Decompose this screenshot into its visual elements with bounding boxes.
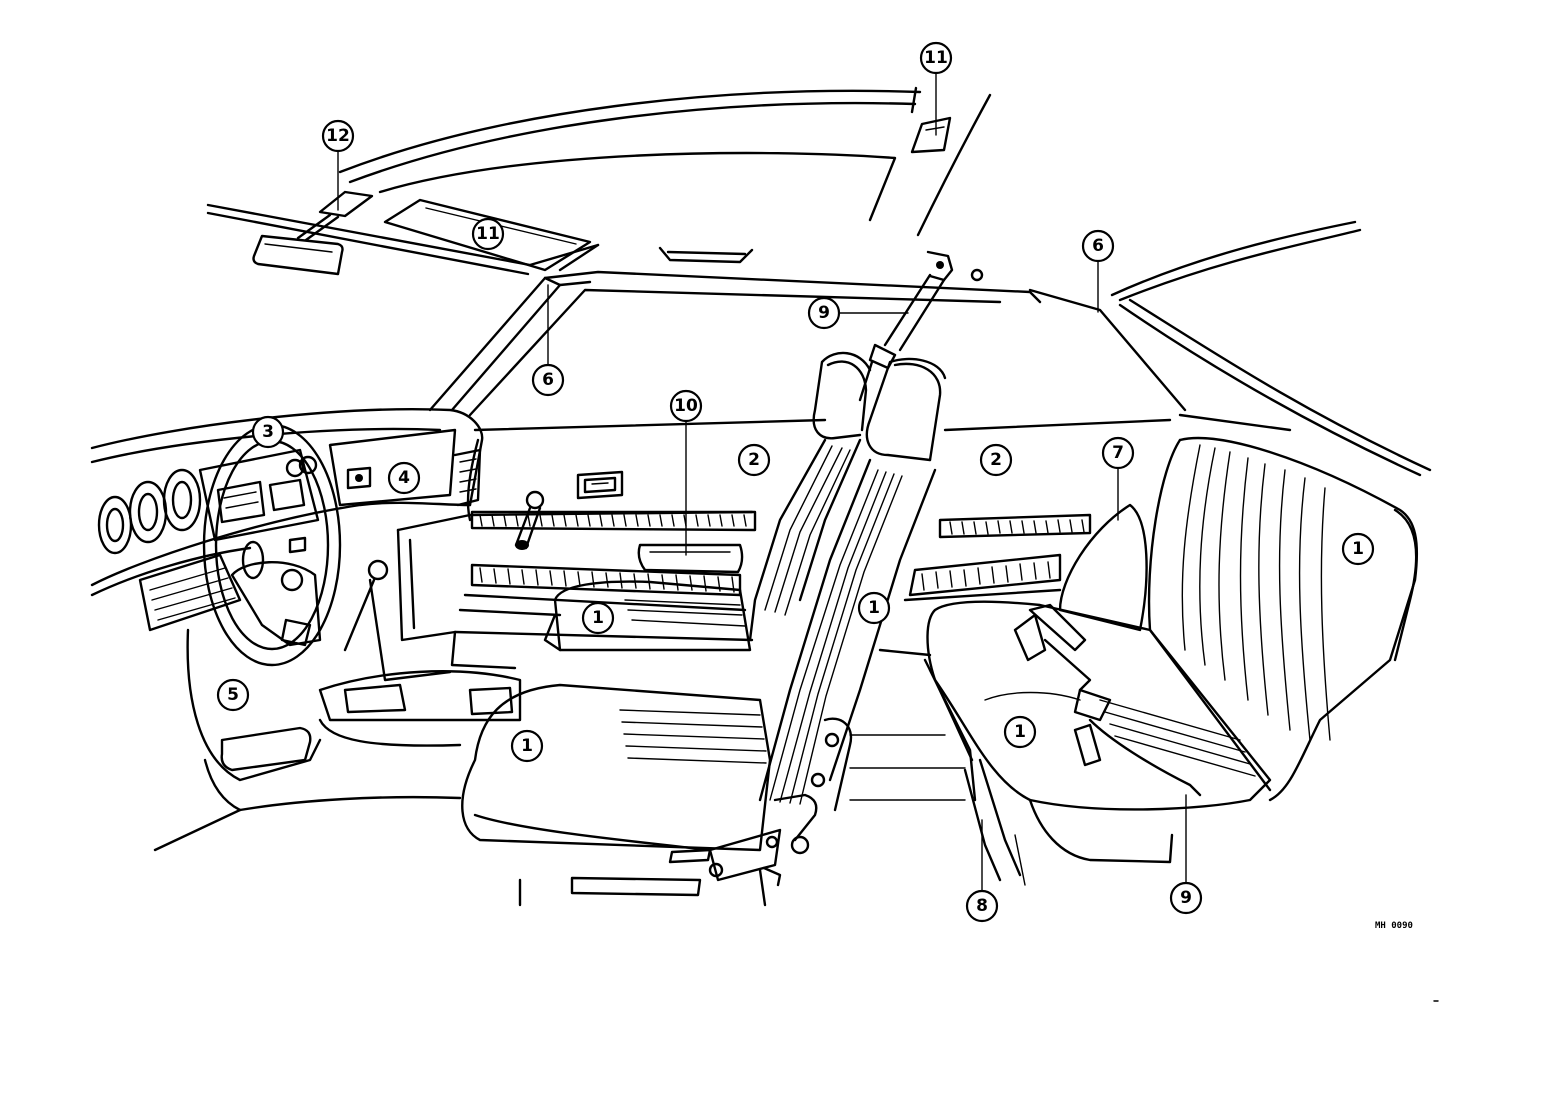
inner-mirror (252, 190, 374, 276)
svg-text:2: 2 (990, 450, 1002, 470)
callout-seat-belt-rear: 9 (1169, 881, 1203, 915)
svg-text:4: 4 (398, 468, 410, 488)
door-trim-rear (903, 418, 1172, 602)
svg-text:6: 6 (542, 370, 554, 390)
callout-inner-mirror: 12 (321, 119, 355, 153)
svg-text:1: 1 (521, 736, 533, 756)
callout-seat-belt-front: 9 (807, 296, 841, 330)
svg-text:1: 1 (592, 608, 604, 628)
callout-instrument-panel: 3 (251, 415, 285, 449)
svg-text:8: 8 (976, 896, 988, 916)
callout-glove-box: 4 (387, 461, 421, 495)
callout-seat-front-right-cushion: 1 (510, 729, 544, 763)
svg-text:9: 9 (1180, 888, 1192, 908)
callout-seat-front-left-cushion: 1 (581, 601, 615, 635)
callout-rear-side-trim: 7 (1101, 436, 1135, 470)
callout-pillar-garnish-rear: 6 (1081, 229, 1115, 263)
roof-headlining (206, 86, 992, 276)
svg-text:9: 9 (818, 303, 830, 323)
svg-text:3: 3 (262, 422, 274, 442)
center-floor (849, 648, 977, 802)
svg-text:7: 7 (1112, 443, 1124, 463)
callout-sun-visor: 11 (471, 217, 505, 251)
callout-door-armrest: 10 (669, 389, 703, 423)
steering-wheel (202, 423, 342, 667)
callout-door-trim-rear: 2 (979, 443, 1013, 477)
rear-seat (926, 436, 1419, 864)
seat-belt-front (858, 250, 954, 402)
front-seat-right (461, 357, 947, 907)
leader-lines (337, 71, 1187, 891)
svg-text:1: 1 (868, 598, 880, 618)
callout-door-trim-front: 2 (737, 443, 771, 477)
assist-grip (658, 246, 754, 264)
front-seat-left (543, 351, 872, 652)
callout-kick-panel: 5 (216, 678, 250, 712)
window-frames (428, 220, 1432, 477)
callout-seat-rear-cushion: 1 (1003, 715, 1037, 749)
svg-text:6: 6 (1092, 236, 1104, 256)
door-armrest (637, 543, 744, 574)
callout-scuff-plate: 8 (965, 889, 999, 923)
callout-seat-rear-back: 1 (1341, 532, 1375, 566)
svg-text:1: 1 (1352, 539, 1364, 559)
door-trim-front (368, 418, 827, 682)
svg-text:11: 11 (476, 224, 500, 244)
gear-lever (343, 559, 389, 652)
callout-pillar-garnish-front: 6 (531, 363, 565, 397)
svg-text:2: 2 (748, 450, 760, 470)
svg-text:10: 10 (674, 396, 698, 416)
callout-roof-lamp: 11 (919, 41, 953, 75)
drawing-code: MH 0090 (1375, 921, 1413, 931)
callout-seat-front-right-back: 1 (857, 591, 891, 625)
rear-side-trim (1058, 503, 1148, 632)
dashboard (90, 408, 522, 852)
svg-text:11: 11 (924, 48, 948, 68)
svg-text:1: 1 (1014, 722, 1026, 742)
svg-text:12: 12 (326, 126, 350, 146)
svg-text:5: 5 (227, 685, 239, 705)
roof-lamp (910, 116, 952, 154)
scuff-plate (963, 758, 1026, 886)
